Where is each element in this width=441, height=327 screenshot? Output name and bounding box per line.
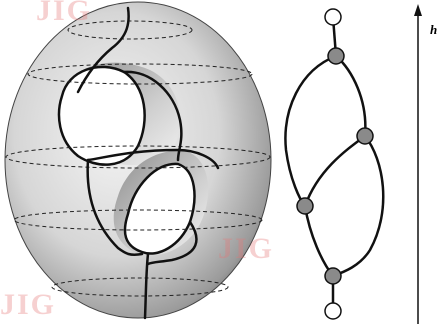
reeb-nodes <box>297 9 373 319</box>
reeb-node-saddle <box>325 268 341 284</box>
upper-hole <box>59 67 145 165</box>
reeb-node-minimum <box>325 303 341 319</box>
reeb-node-maximum <box>325 9 341 25</box>
reeb-edge <box>336 56 365 136</box>
reeb-node-saddle <box>357 128 373 144</box>
reeb-edge <box>305 206 333 276</box>
height-axis-arrowhead <box>414 4 422 16</box>
reeb-node-saddle <box>328 48 344 64</box>
watermark: JIG <box>36 0 92 28</box>
height-axis-label: h <box>430 22 437 38</box>
reeb-node-saddle <box>297 198 313 214</box>
reeb-edge <box>305 136 365 206</box>
watermark: JIG <box>0 288 56 322</box>
reeb-edge <box>285 56 336 206</box>
height-axis <box>414 4 422 324</box>
watermark: JIG <box>218 232 274 266</box>
double-torus-surface <box>5 2 271 318</box>
